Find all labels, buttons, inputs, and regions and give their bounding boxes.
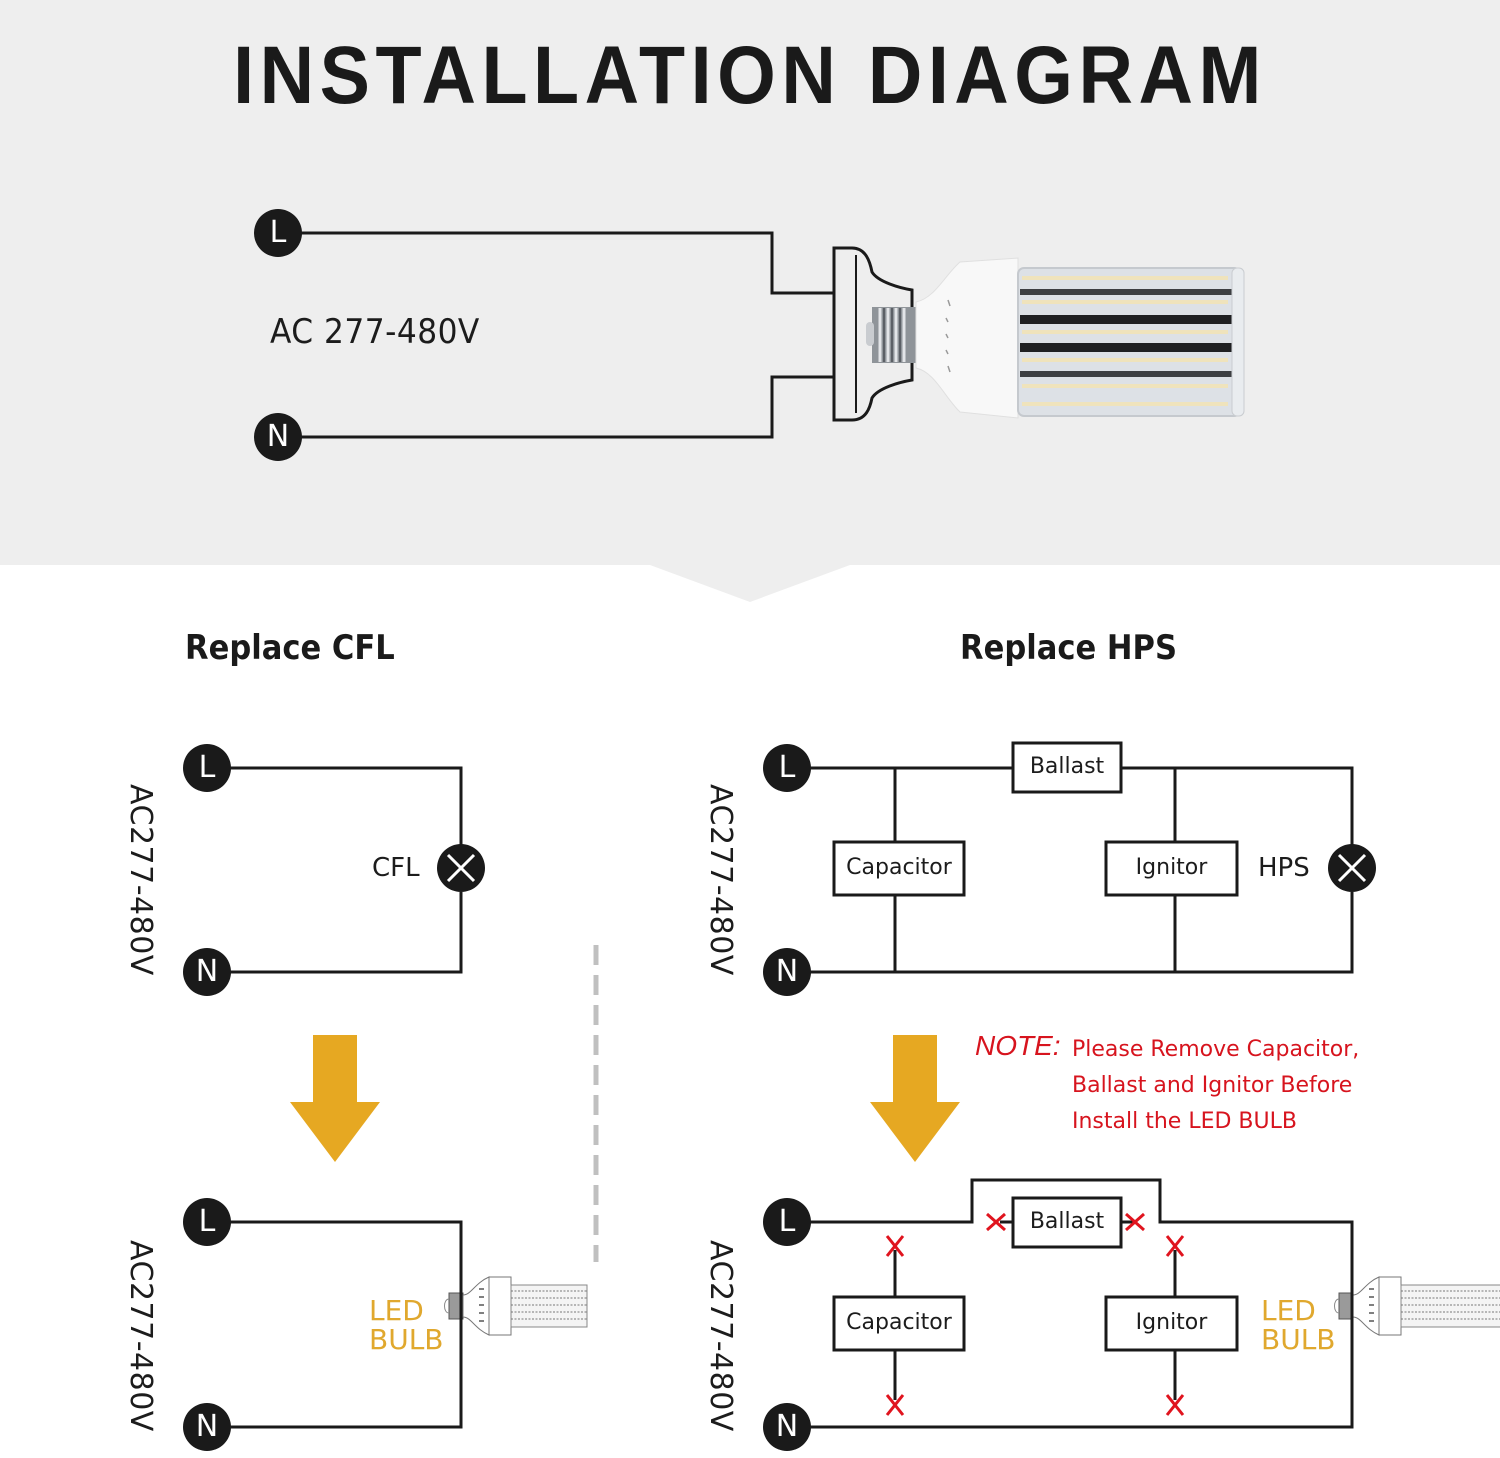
hps-capacitor-label: Capacitor <box>846 855 952 880</box>
top-neutral-wire <box>290 375 834 439</box>
led-label-line2: BULB <box>369 1323 444 1356</box>
heading-replace-hps: Replace HPS <box>960 628 1177 668</box>
note-text: Please Remove Capacitor, Ballast and Ign… <box>1072 1032 1359 1140</box>
cfl-after-neutral-terminal: N <box>183 1403 231 1451</box>
led-bulb-icon-hps <box>1334 1276 1500 1336</box>
top-voltage-label: AC 277-480V <box>270 312 480 352</box>
page-title: INSTALLATION DIAGRAM <box>233 30 1267 121</box>
led-bulb-icon-cfl <box>444 1276 588 1336</box>
hps-before-voltage-label: AC277-480V <box>703 784 738 976</box>
hps-capacitor-box <box>832 840 966 897</box>
cfl-after-voltage-label: AC277-480V <box>123 1240 158 1432</box>
socket-outline <box>832 246 914 422</box>
led-label-line2: BULB <box>1261 1323 1336 1356</box>
remove-marker-capacitor-top <box>885 1235 905 1257</box>
note-line1: Please Remove Capacitor, <box>1072 1037 1360 1062</box>
top-neutral-terminal: N <box>254 413 302 461</box>
hps-ballast-label: Ballast <box>1029 754 1105 779</box>
hps-after-neutral-terminal: N <box>763 1403 811 1451</box>
hps-before-neutral-terminal: N <box>763 948 811 996</box>
hps-after-capacitor-label: Capacitor <box>846 1310 952 1335</box>
hps-after-ignitor-label: Ignitor <box>1135 1310 1208 1335</box>
remove-marker-ballast-left <box>986 1212 1006 1232</box>
hps-ignitor-box <box>1104 840 1239 897</box>
cfl-led-bulb-label: LED BULB <box>369 1296 444 1354</box>
cfl-lamp-icon <box>437 844 485 892</box>
hps-after-ignitor-box <box>1104 1295 1239 1352</box>
remove-marker-ignitor-bottom <box>1165 1394 1185 1416</box>
hps-ballast-box <box>1011 741 1123 794</box>
hps-after-ballast-box <box>1011 1196 1123 1249</box>
hps-before-circuit <box>800 741 1354 974</box>
top-live-terminal: L <box>254 209 302 257</box>
cfl-lamp-label: CFL <box>372 853 420 883</box>
hps-lamp-icon <box>1328 844 1376 892</box>
remove-marker-ignitor-top <box>1165 1235 1185 1257</box>
hps-lamp-label: HPS <box>1258 853 1310 883</box>
cfl-arrow-down-icon <box>290 1035 380 1162</box>
hps-arrow-down-icon <box>870 1035 960 1162</box>
led-label-line1: LED <box>1261 1294 1316 1327</box>
led-label-line1: LED <box>369 1294 424 1327</box>
hps-ignitor-label: Ignitor <box>1135 855 1208 880</box>
remove-marker-capacitor-bottom <box>885 1394 905 1416</box>
hps-after-voltage-label: AC277-480V <box>703 1240 738 1432</box>
cfl-before-voltage-label: AC277-480V <box>123 784 158 976</box>
bulb-housing <box>915 257 1019 419</box>
hps-after-live-terminal: L <box>763 1198 811 1246</box>
housing-vents <box>945 299 951 373</box>
note-line2: Ballast and Ignitor Before <box>1072 1073 1353 1098</box>
note-label: NOTE: <box>975 1030 1061 1061</box>
top-band <box>0 0 1500 602</box>
note-line3: Install the LED BULB <box>1072 1109 1297 1134</box>
hps-after-ballast-label: Ballast <box>1029 1209 1105 1234</box>
heading-replace-cfl: Replace CFL <box>185 628 395 668</box>
bulb-screw-base <box>866 307 916 363</box>
hps-after-capacitor-box <box>832 1295 966 1352</box>
cfl-before-neutral-terminal: N <box>183 948 231 996</box>
top-band-shape <box>0 0 1500 602</box>
hps-led-bulb-label: LED BULB <box>1261 1296 1336 1354</box>
remove-marker-ballast-right <box>1125 1212 1145 1232</box>
top-wiring <box>290 231 1245 439</box>
bulb-led-body <box>1017 267 1245 417</box>
cfl-before-live-terminal: L <box>183 744 231 792</box>
cfl-after-live-terminal: L <box>183 1198 231 1246</box>
hps-before-live-terminal: L <box>763 744 811 792</box>
top-live-wire <box>290 231 834 295</box>
cfl-before-circuit <box>220 766 463 974</box>
